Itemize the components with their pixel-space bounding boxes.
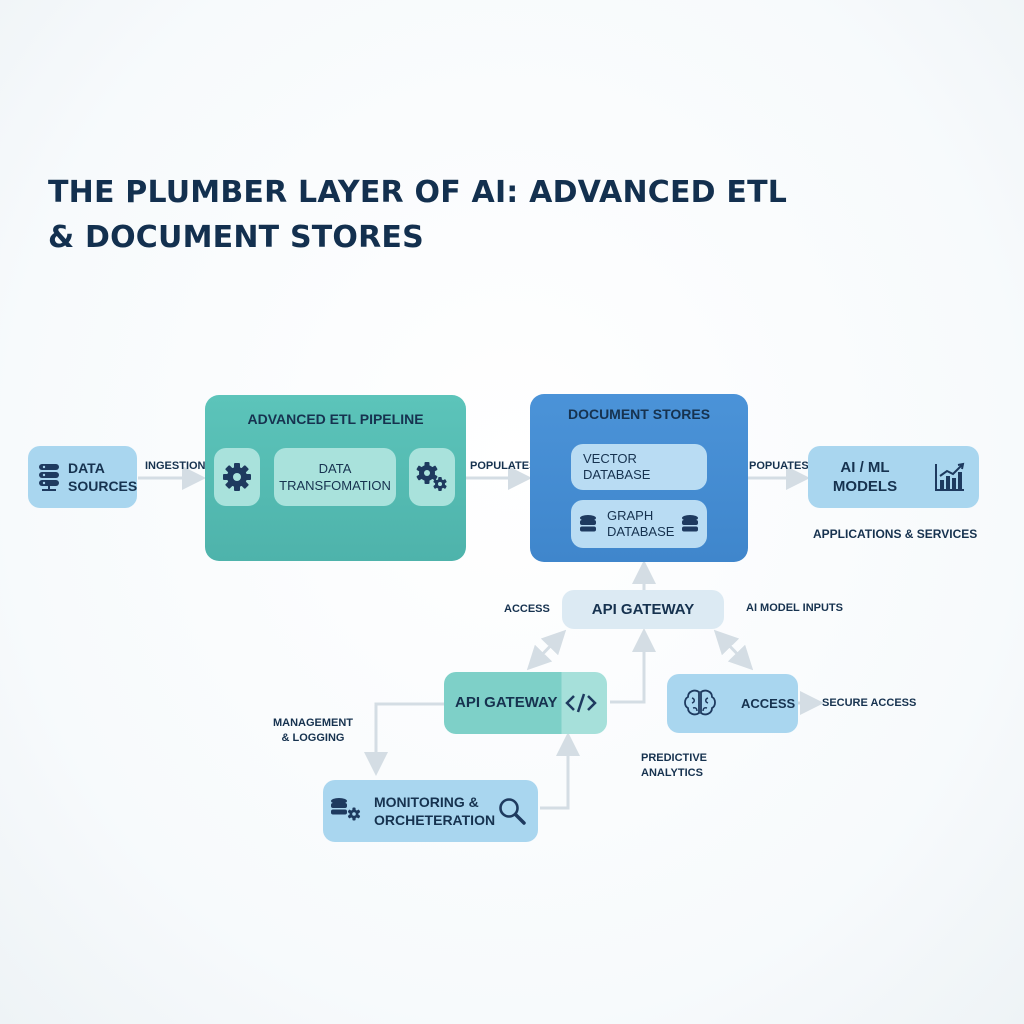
vector-line-2: DATABASE [583,467,651,482]
monitoring-line-2: ORCHETERATION [374,812,496,828]
arrow-management [364,702,444,776]
label-predictive-analytics: PREDICTIVE ANALYTICS [641,751,707,781]
brain-icon [684,689,716,716]
label-populates-2: POPUATES [749,460,809,472]
label-predictive-line-1: PREDICTIVE [641,752,708,764]
label-access: ACCESS [504,603,550,615]
data-sources-line-1: DATA [68,460,105,476]
gears-icon [416,462,447,491]
arrow-monitoring-up [540,732,580,810]
label-predictive-line-2: ANALYTICS [641,767,703,779]
title-line-2: & DOCUMENT STORES [48,220,424,255]
bar-chart-icon [935,462,965,491]
api-gateway-top-label: API GATEWAY [591,601,695,618]
data-sources-line-2: SOURCES [68,478,138,494]
database-icon [682,515,698,532]
api-gateway-mid-node[interactable]: API GATEWAY [444,672,607,734]
database-icon [580,515,596,532]
label-management-line-2: & LOGGING [281,732,345,744]
transform-line-1: DATA [318,461,352,476]
arrow-access-bidir [526,629,567,671]
ai-models-line-2: MODELS [832,478,898,495]
api-gateway-mid-label: API GATEWAY [455,694,558,711]
search-icon [499,798,526,825]
monitoring-line-1: MONITORING & [374,794,479,810]
monitoring-orchestration-node[interactable]: MONITORING & ORCHETERATION [323,780,538,842]
graph-database-node[interactable]: GRAPH DATABASE [571,500,707,548]
database-gear-icon [331,798,361,821]
etl-pipeline-title: ADVANCED ETL PIPELINE [247,411,424,427]
code-icon [565,693,597,713]
access-node[interactable]: ACCESS [667,674,798,733]
label-applications-services: APPLICATIONS & SERVICES [813,527,978,541]
label-ingestion: INGESTION [145,460,206,472]
data-sources-node[interactable]: DATA SOURCES [28,446,137,508]
etl-gears-tile [409,448,455,506]
vector-line-1: VECTOR [583,451,637,466]
graph-line-2: DATABASE [607,524,675,539]
arrow-ai-inputs-bidir [713,629,754,671]
document-stores-title: DOCUMENT STORES [567,406,711,422]
vector-database-node[interactable]: VECTOR DATABASE [571,444,707,490]
transform-line-2: TRANSFOMATION [279,478,391,493]
label-management-logging: MANAGEMENT & LOGGING [268,716,358,746]
page-title: THE PLUMBER LAYER OF AI: ADVANCED ETL & … [48,170,808,260]
etl-gear-tile [214,448,260,506]
title-line-1: THE PLUMBER LAYER OF AI: ADVANCED ETL [48,175,788,210]
gear-icon [223,463,251,491]
api-gateway-top-node[interactable]: API GATEWAY [562,590,724,629]
ai-ml-models-node[interactable]: AI / ML MODELS [808,446,979,508]
label-populates-1: POPULATES [470,460,537,472]
label-management-line-1: MANAGEMENT [272,717,354,729]
label-secure-access: SECURE ACCESS [822,697,917,709]
access-node-label: ACCESS [741,696,796,711]
database-stack-icon [39,464,59,491]
arrow-apigw-up [610,628,656,704]
ai-models-line-1: AI / ML [840,459,890,476]
graph-line-1: GRAPH [607,508,654,523]
data-transformation-node[interactable]: DATA TRANSFOMATION [274,448,396,506]
label-ai-model-inputs: AI MODEL INPUTS [746,602,843,614]
